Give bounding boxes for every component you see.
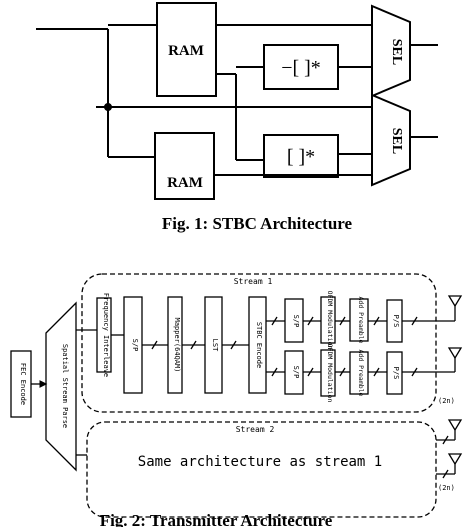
antenna-icon [447,419,463,440]
ram-bottom-block [154,132,215,200]
stbc-architecture-diagram [36,2,438,200]
spatial-stream-parse-label: Spatial Stream Parse [61,344,69,428]
stream2-container [86,421,437,518]
ps-label-top: P/S [392,315,400,328]
ofdm-label-bottom: OFDM Modulation [326,344,334,403]
stream1-title: Stream 1 [234,277,273,286]
sp-label-2-top: S/P [292,315,300,328]
preamble-label-bottom: Add Preamble [357,350,365,397]
ofdm-label-top: OFDM Modulation [326,291,334,350]
spatial-stream-parse-block [45,301,77,472]
sp-label-1: S/P [131,339,139,352]
ram-top-block [156,2,217,97]
antenna-icon [447,347,463,372]
junction-dot [104,103,112,111]
preamble-label-top: Add Preamble [357,297,365,344]
sp-label-2-bottom: S/P [292,366,300,379]
multiplicity-label-2: (2n) [438,484,455,492]
conjugate-label: [ ]* [287,146,315,168]
sel-top-block [371,4,411,98]
sel-top-label: SEL [389,39,404,65]
fec-encode-label: FEC Encode [19,363,27,405]
preamble-block-bottom [349,351,369,395]
ps-label-bottom: P/S [392,367,400,380]
ofdm-block-top [320,296,336,344]
same-architecture-label: Same architecture as stream 1 [138,454,382,470]
conjugate-block [263,134,339,178]
sel-bottom-block [371,93,411,187]
transmitter-architecture-diagram [10,273,463,518]
stream2-title: Stream 2 [236,425,275,434]
frequency-interleave-label: Frequency Interleave [102,293,110,377]
fig1-caption: Fig. 1: STBC Architecture [162,214,353,233]
multiplicity-label-1: (2n) [438,397,455,405]
preamble-block-top [349,298,369,342]
mapper-label: Mapper(64QAM) [173,318,181,373]
stbc-encode-label: STBC Encode [255,322,263,368]
ofdm-block-bottom [320,349,336,397]
stream1-container [81,273,437,413]
neg-conjugate-label: −[ ]* [281,57,321,79]
ram-bottom-label: RAM [167,175,203,191]
lst-label: LST [211,339,219,352]
fig2-caption: Fig. 2: Transmitter Architecture [100,511,333,527]
sel-bottom-label: SEL [389,128,404,154]
antenna-icon [447,453,463,474]
ps-block-bottom [386,351,403,395]
ram-top-label: RAM [168,43,204,59]
antenna-icon [447,295,463,321]
